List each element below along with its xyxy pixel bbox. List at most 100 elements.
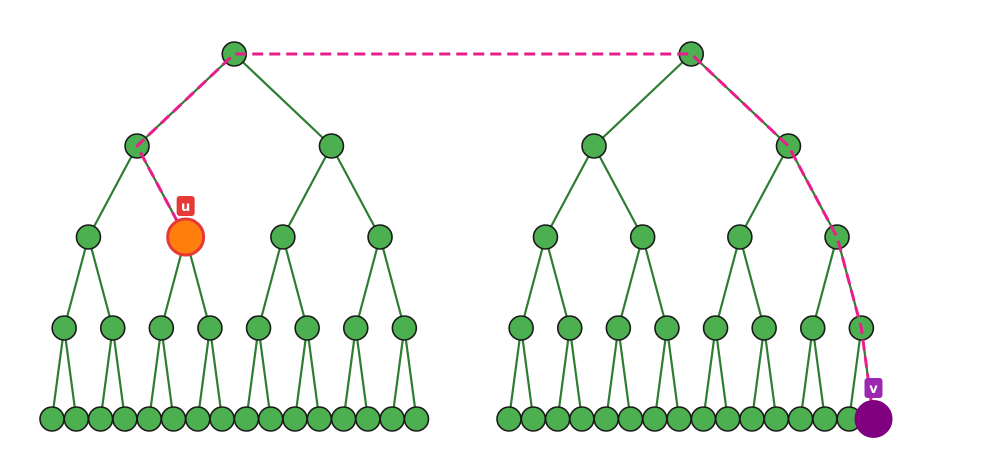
tree-node bbox=[355, 406, 381, 432]
tree-node bbox=[556, 315, 583, 341]
tree-node bbox=[520, 406, 547, 432]
tree-edge bbox=[148, 327, 163, 420]
tree-edge bbox=[593, 53, 693, 147]
tree-node bbox=[641, 406, 668, 432]
tree-node bbox=[508, 315, 534, 341]
tree-node bbox=[403, 406, 430, 432]
tree-nodes bbox=[39, 41, 875, 432]
end-tag bbox=[864, 378, 883, 398]
tree-edge bbox=[848, 327, 863, 420]
start-tag bbox=[176, 196, 195, 216]
tree-edge bbox=[342, 327, 357, 420]
tree-node bbox=[605, 315, 632, 341]
tree-edge bbox=[714, 236, 741, 329]
highlighted-path bbox=[135, 52, 875, 420]
highlighted-nodes: uv bbox=[166, 196, 893, 438]
tree-edge bbox=[617, 236, 644, 329]
tree-node bbox=[330, 406, 357, 432]
start-marker: u bbox=[166, 196, 206, 257]
tree-edge bbox=[87, 236, 114, 329]
tree-node bbox=[824, 224, 850, 250]
tree-node bbox=[799, 315, 826, 341]
tree-node bbox=[496, 406, 522, 432]
tree-node bbox=[751, 315, 777, 341]
tree-edge bbox=[714, 327, 729, 420]
tree-node bbox=[87, 406, 114, 432]
tree-node bbox=[593, 406, 620, 432]
tree-node bbox=[739, 406, 765, 432]
tree-edge bbox=[763, 327, 778, 420]
tree-node bbox=[569, 406, 595, 432]
tree-node bbox=[714, 406, 741, 432]
tree-edge bbox=[63, 236, 90, 329]
tree-edge bbox=[208, 327, 224, 420]
tree-node bbox=[787, 406, 814, 432]
tree-node bbox=[209, 406, 235, 432]
tree-node bbox=[233, 406, 260, 432]
tree-edge bbox=[738, 236, 766, 329]
tree-edge bbox=[196, 327, 212, 420]
tree-node bbox=[51, 315, 77, 341]
tree-edge bbox=[641, 236, 669, 329]
tree-node bbox=[763, 406, 790, 432]
tree-edge bbox=[799, 327, 814, 420]
tree-node bbox=[282, 406, 308, 432]
tree-node bbox=[160, 406, 187, 432]
end-marker: v bbox=[854, 378, 893, 438]
tree-node bbox=[379, 406, 406, 432]
tree-edge bbox=[750, 327, 766, 420]
tree-node bbox=[39, 406, 65, 432]
tree-edge bbox=[87, 145, 139, 238]
tree-node bbox=[257, 406, 284, 432]
tree-edge bbox=[811, 236, 839, 329]
tree-edge bbox=[520, 236, 547, 329]
tree-edge bbox=[738, 145, 790, 238]
tree-node bbox=[99, 315, 126, 341]
end-node bbox=[854, 400, 893, 438]
tree-edge bbox=[702, 327, 717, 420]
tree-node bbox=[367, 224, 393, 250]
tree-edges bbox=[50, 53, 875, 420]
tree-node bbox=[544, 406, 571, 432]
tree-edge bbox=[354, 327, 369, 420]
tree-edge bbox=[811, 327, 826, 420]
tree-node bbox=[532, 224, 559, 250]
tree-edge bbox=[378, 236, 406, 329]
tree-node bbox=[812, 406, 838, 432]
end-label: v bbox=[869, 382, 878, 397]
tree-node bbox=[294, 315, 320, 341]
start-node bbox=[166, 217, 206, 257]
tree-edge bbox=[354, 236, 382, 329]
tree-node bbox=[727, 224, 753, 250]
tree-edge bbox=[257, 327, 272, 420]
tree-edge bbox=[257, 236, 284, 329]
tree-edge bbox=[568, 327, 583, 420]
tree-edge bbox=[665, 327, 681, 420]
tree-edge bbox=[281, 145, 333, 238]
tree-node bbox=[690, 406, 717, 432]
tree-node bbox=[245, 315, 272, 341]
tree-edge bbox=[403, 327, 418, 420]
tree-node bbox=[270, 224, 296, 250]
tree-edge bbox=[281, 236, 309, 329]
tree-node bbox=[629, 224, 656, 250]
tree-node bbox=[306, 406, 333, 432]
tree-edge bbox=[520, 327, 535, 420]
tree-edge bbox=[63, 327, 78, 420]
tree-node bbox=[666, 406, 692, 432]
tree-node bbox=[391, 315, 418, 341]
tree-node bbox=[136, 406, 162, 432]
tree-edge bbox=[160, 327, 175, 420]
tree-node bbox=[581, 133, 607, 159]
tree-node bbox=[617, 406, 644, 432]
tree-edge bbox=[50, 327, 66, 420]
tree-node bbox=[197, 315, 223, 341]
tree-edge bbox=[544, 145, 596, 238]
tree-node bbox=[342, 315, 369, 341]
tree-node bbox=[63, 406, 90, 432]
tree-edge bbox=[391, 327, 406, 420]
start-label: u bbox=[181, 200, 190, 215]
tree-edge bbox=[556, 327, 571, 420]
tree-edge bbox=[111, 327, 126, 420]
